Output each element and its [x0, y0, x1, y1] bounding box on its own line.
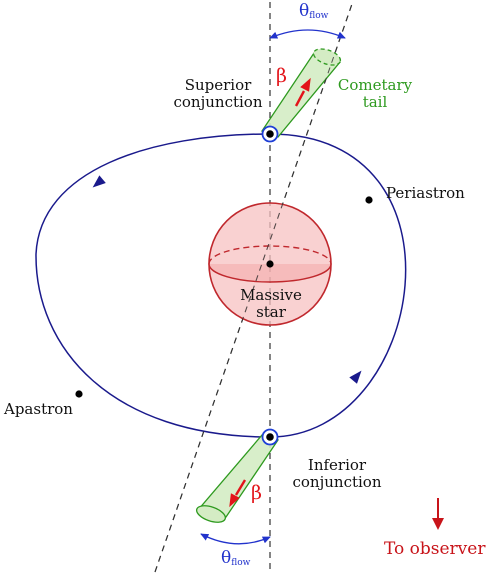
cometary-tail-label: Cometary tail	[337, 76, 413, 111]
theta-flow-arc-top	[269, 29, 346, 39]
orbit	[35, 133, 407, 438]
superior-conjunction-label: Superior conjunction	[173, 76, 263, 111]
inferior-conjunction-label: Inferior conjunction	[292, 456, 382, 491]
orbit-direction-arrow-left	[92, 175, 106, 188]
apastron-label: Apastron	[4, 400, 73, 418]
massive-star-label: Massive star	[240, 286, 302, 321]
apastron-point	[75, 390, 83, 398]
theta-flow-arc-bottom	[200, 533, 271, 545]
orbit-direction-arrow-right	[349, 370, 362, 384]
to-observer-arrow	[432, 498, 444, 530]
beta-arrow-inferior	[229, 479, 247, 508]
tail-axis-overlay	[154, 3, 353, 573]
massive-star	[208, 202, 332, 326]
pulsar-superior-conjunction	[261, 125, 279, 143]
theta-flow-label-bottom: θflow	[221, 548, 251, 568]
beta-label-top: β	[276, 65, 287, 87]
periastron-point	[365, 196, 373, 204]
beta-label-bottom: β	[251, 482, 262, 504]
pulsar-inferior-conjunction	[261, 428, 279, 446]
beta-arrow-superior	[294, 77, 311, 107]
periastron-label: Periastron	[386, 184, 465, 202]
cometary-tail-inferior	[195, 434, 280, 523]
to-observer-label: To observer	[384, 539, 486, 559]
theta-flow-label-top: θflow	[299, 1, 329, 21]
